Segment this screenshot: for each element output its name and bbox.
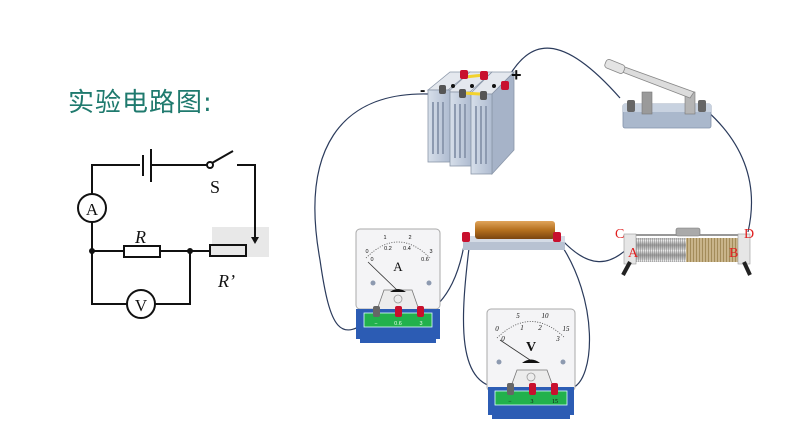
battery-terminal-positive[interactable] (501, 81, 509, 90)
ammeter-symbol-text: A (393, 259, 403, 274)
switch-lever (211, 150, 234, 164)
ammeter-terminal-3[interactable] (417, 306, 424, 317)
schematic-wire (155, 251, 191, 305)
switch-clip (641, 91, 653, 115)
schematic-wire (237, 164, 256, 227)
ammeter-terminal-label: − (374, 321, 377, 327)
voltmeter-tick-inner: 0 (501, 335, 505, 343)
resistor-label: R (134, 227, 146, 247)
voltmeter-terminal-3[interactable] (529, 383, 536, 395)
ammeter-tick: 2 (408, 235, 411, 241)
ammeter-terminal-0-6[interactable] (395, 306, 402, 317)
ammeter-tick-inner: 0.4 (403, 246, 411, 252)
sliding-rheostat[interactable] (621, 227, 752, 276)
rheostat-label-d: D (744, 227, 754, 242)
rheostat-coil-left (636, 238, 686, 262)
battery-positive-label: + (511, 65, 522, 85)
switch-label: S (210, 177, 220, 197)
voltmeter-tick: 5 (516, 312, 520, 320)
wire-resistor-to-rheostat (561, 239, 629, 263)
voltmeter-symbol-text: V (526, 340, 536, 355)
rheostat-label-b: B (729, 246, 738, 261)
knife-switch[interactable] (604, 59, 712, 129)
voltmeter-terminal-label: 15 (552, 399, 558, 405)
wire-battery-to-switch (507, 47, 621, 99)
voltmeter-tick-inner: 3 (555, 335, 560, 343)
fixed-resistor[interactable] (462, 221, 565, 250)
switch-terminal[interactable] (698, 100, 706, 112)
battery-terminal-positive[interactable] (480, 71, 488, 80)
resistor-coil (475, 221, 555, 239)
ammeter-needle (367, 261, 398, 291)
rheostat-label: R’ (217, 271, 235, 291)
wire-battery-to-ammeter (314, 93, 429, 331)
voltmeter-symbol (126, 289, 156, 319)
rheostat-coil-right (686, 238, 738, 262)
ammeter-tick: 1 (383, 235, 386, 241)
voltmeter-device[interactable] (486, 308, 576, 419)
switch-blade[interactable] (616, 65, 695, 99)
junction-dot (187, 248, 193, 254)
ammeter-tick: 3 (429, 249, 432, 255)
switch-terminal[interactable] (627, 100, 635, 112)
ammeter-terminal-negative[interactable] (373, 306, 380, 317)
battery-terminal-negative[interactable] (459, 89, 466, 98)
voltmeter-terminal-negative[interactable] (507, 383, 514, 395)
voltmeter-needle (499, 339, 531, 361)
ammeter-symbol (77, 193, 107, 223)
battery-pack[interactable] (426, 70, 515, 176)
voltmeter-terminal-label: 3 (531, 399, 534, 405)
voltmeter-terminal-15[interactable] (551, 383, 558, 395)
junction-dot (89, 248, 95, 254)
ammeter-terminal-label: 3 (419, 321, 422, 327)
ammeter-terminal-label: 0.6 (394, 321, 402, 327)
voltmeter-scale-arc (496, 321, 566, 339)
ammeter-tick-inner: 0.2 (384, 246, 392, 252)
switch-pivot (206, 161, 214, 169)
wire-voltmeter-to-resistor (557, 239, 590, 389)
battery-terminal-positive[interactable] (460, 70, 468, 79)
rheostat-label-a: A (628, 246, 639, 261)
resistor-r (123, 245, 161, 258)
ammeter-tick: 0 (365, 249, 368, 255)
wire-switch-to-rheostat (705, 109, 753, 233)
voltmeter-tick: 10 (542, 312, 550, 320)
voltmeter-tick: 0 (495, 325, 499, 333)
voltmeter-tick-inner: 1 (520, 324, 524, 332)
schematic-wire (91, 251, 127, 305)
ammeter-tick-inner: 0.6 (421, 257, 429, 263)
rheostat-leg (742, 261, 752, 276)
resistor-terminal[interactable] (553, 232, 561, 242)
switch-handle[interactable] (604, 59, 626, 75)
voltmeter-symbol-label: V (135, 296, 148, 315)
ammeter-symbol-label: A (86, 200, 99, 219)
ammeter-tick-inner: 0 (370, 257, 373, 263)
rheostat-slider[interactable] (675, 227, 701, 237)
page-title: 实验电路图: (68, 88, 213, 118)
resistor-terminal[interactable] (462, 232, 470, 242)
battery-negative-label: - (420, 82, 425, 99)
ammeter-device[interactable] (355, 228, 441, 343)
voltmeter-tick-inner: 2 (538, 324, 542, 332)
battery-terminal-negative[interactable] (439, 85, 446, 94)
rheostat-leg (621, 261, 632, 276)
battery-terminal-negative[interactable] (480, 91, 487, 100)
rheostat-label-c: C (615, 227, 624, 242)
voltmeter-tick: 15 (563, 325, 571, 333)
voltmeter-terminal-label: − (508, 399, 512, 405)
